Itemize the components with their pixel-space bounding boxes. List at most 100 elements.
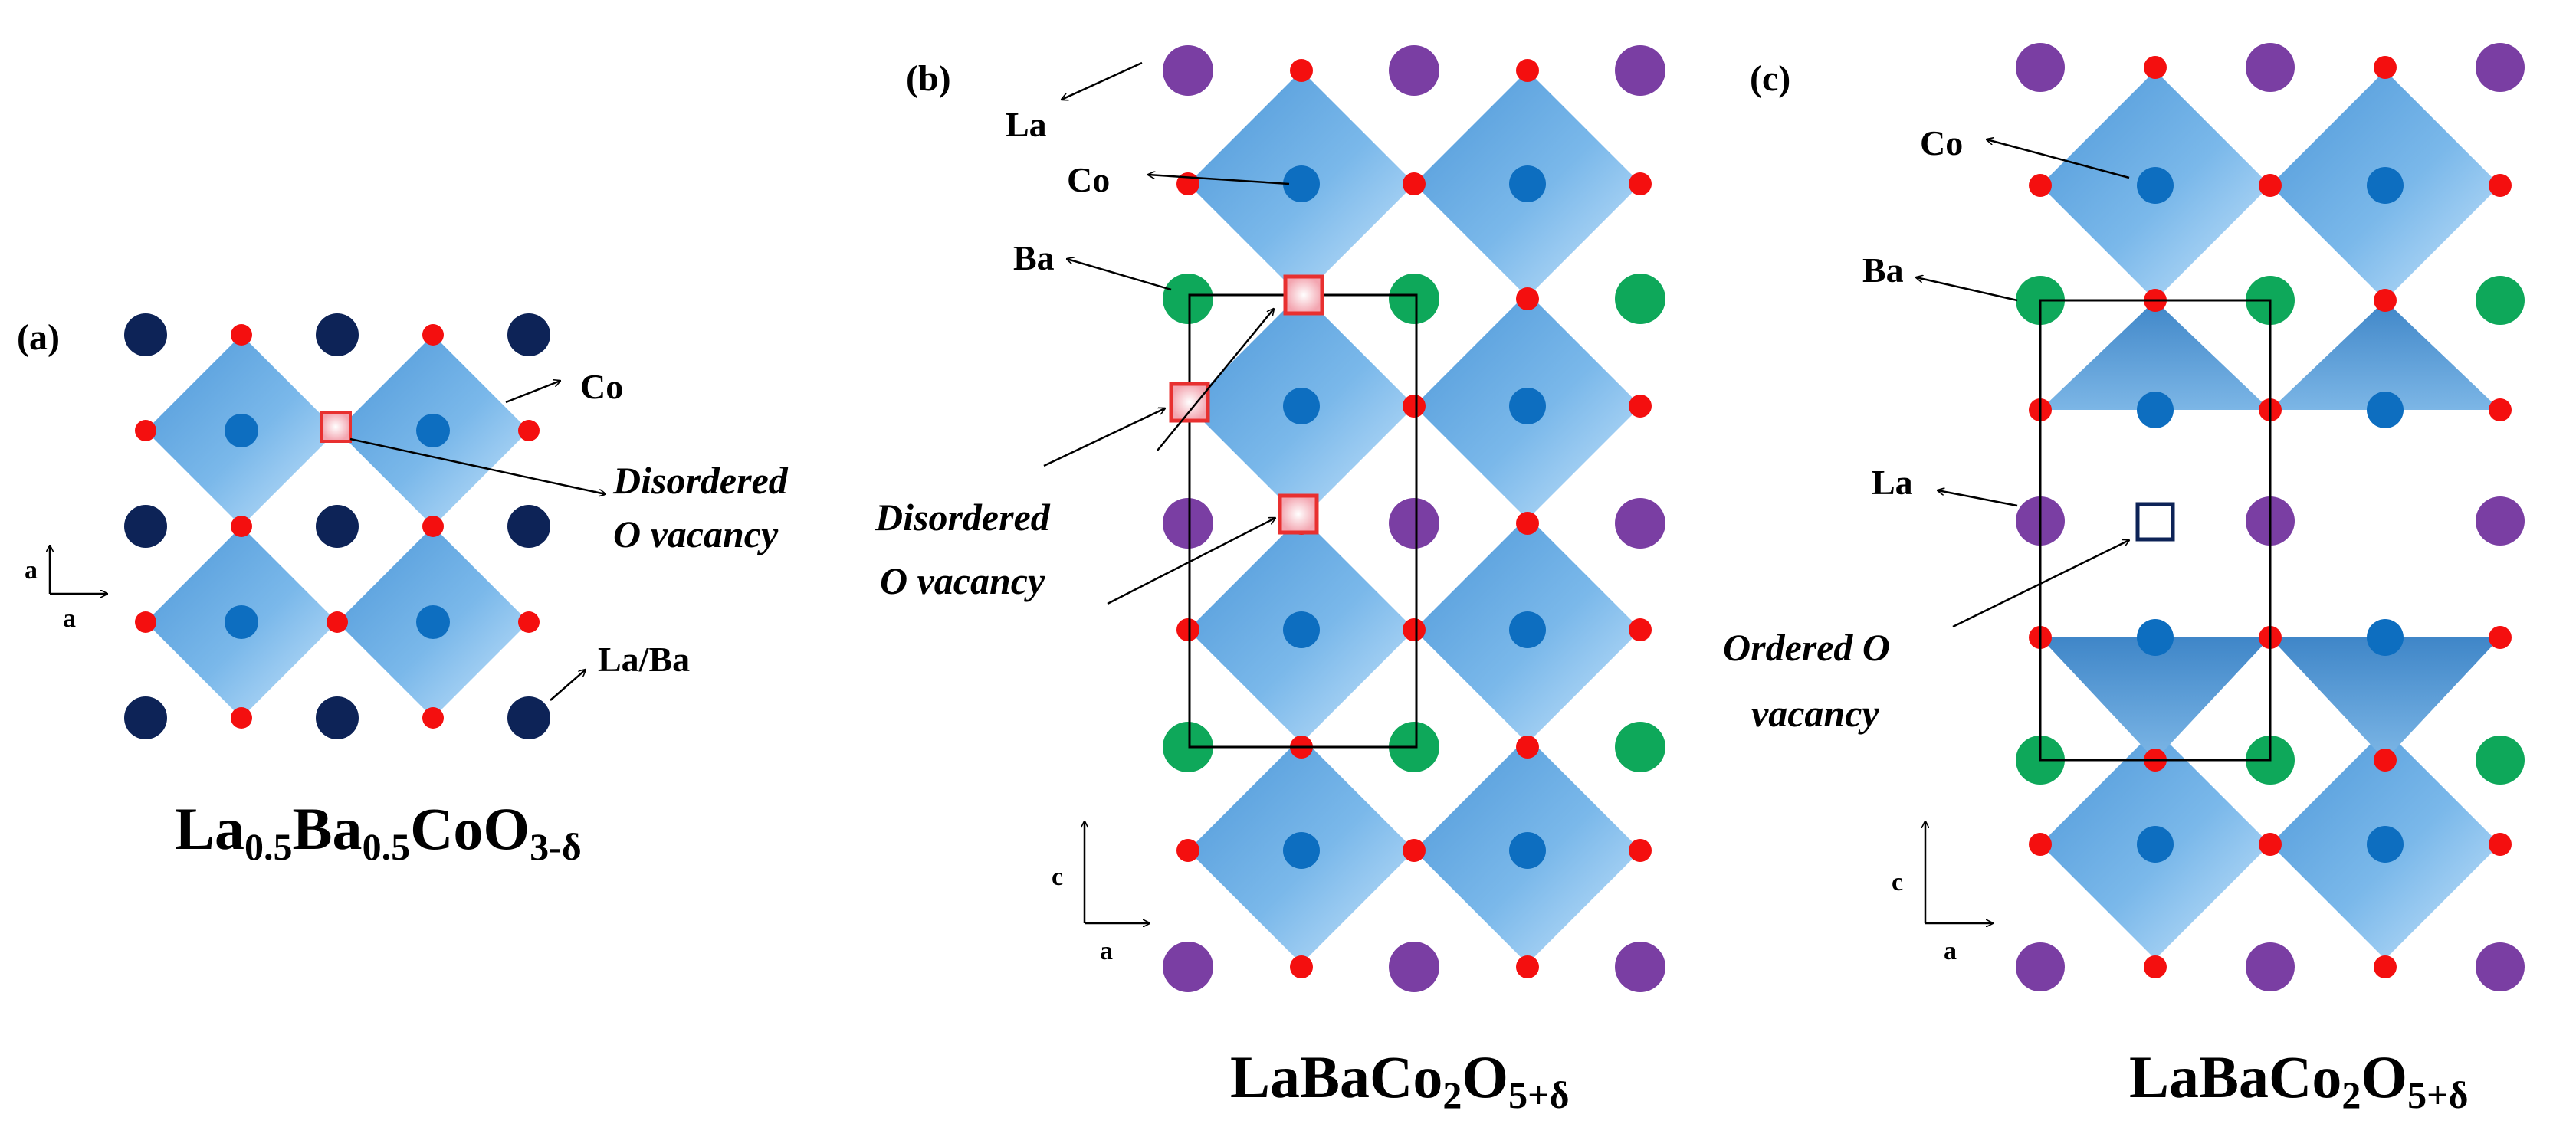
- panel-c-vacancy-arrow: [1952, 540, 2129, 628]
- lanthanum-atom: [1163, 45, 1213, 96]
- oxygen-atom: [422, 324, 444, 346]
- la-ba-atom: [507, 313, 550, 356]
- lanthanum-atom: [2476, 942, 2525, 991]
- oxygen-atom: [1629, 172, 1652, 195]
- panel-c-axis-vertical: c: [1892, 868, 1903, 896]
- oxygen-atom: [135, 420, 156, 441]
- lanthanum-atom: [1389, 498, 1439, 549]
- oxygen-atom: [2374, 955, 2397, 978]
- oxygen-atom: [2489, 833, 2512, 856]
- lanthanum-atom: [1615, 45, 1665, 96]
- la-ba-atom: [316, 696, 359, 739]
- panel-b-co-arrow: [1148, 175, 1290, 185]
- oxygen-atom: [422, 516, 444, 537]
- panel-b-octahedra: [1188, 70, 1641, 964]
- barium-atom: [1163, 274, 1213, 324]
- oxygen-atom: [518, 420, 540, 441]
- panel-a-formula: La0.5Ba0.5CoO3-δ: [175, 795, 582, 868]
- barium-atom: [1615, 274, 1665, 324]
- lanthanum-atom: [1163, 498, 1213, 549]
- oxygen-atom: [1290, 955, 1313, 978]
- panel-c-ba-arrow: [1916, 277, 2018, 302]
- oxygen-atom: [2029, 174, 2052, 197]
- oxygen-atom: [135, 611, 156, 633]
- panel-a-atoms: [124, 313, 550, 739]
- panel-a-label: (a): [17, 317, 60, 358]
- oxygen-atom: [231, 707, 252, 729]
- panel-a-vacancy-arrow: [349, 437, 605, 494]
- cobalt-atom: [2137, 619, 2174, 656]
- panel-c-unit-cell: [2039, 299, 2272, 762]
- cobalt-atom: [2137, 167, 2174, 204]
- panel-a-laba-label: La/Ba: [598, 640, 690, 679]
- la-ba-atom: [124, 696, 167, 739]
- oxygen-atom: [2144, 56, 2167, 79]
- oxygen-atom: [2489, 626, 2512, 649]
- panel-a-laba-arrow: [550, 670, 586, 701]
- oxygen-atom: [1403, 172, 1426, 195]
- lanthanum-atom: [2016, 43, 2065, 92]
- cobalt-atom: [225, 414, 258, 447]
- panel-c-axes: c a: [1892, 821, 1993, 965]
- lanthanum-atom: [1615, 942, 1665, 992]
- panel-b-formula: LaBaCo2O5+δ: [1230, 1044, 1570, 1116]
- panel-c-co-label: Co: [1920, 123, 1963, 162]
- panel-b: (b) La Co Ba Disordered O vacancy c a La…: [875, 45, 1665, 1116]
- panel-a-vacancy-label-2: O vacancy: [613, 513, 779, 555]
- barium-atom: [1615, 722, 1665, 772]
- oxygen-atom: [1629, 395, 1652, 418]
- cobalt-atom: [1283, 611, 1320, 648]
- lanthanum-atom: [1615, 498, 1665, 549]
- cobalt-atom: [1509, 611, 1546, 648]
- oxygen-atom: [1403, 618, 1426, 641]
- lanthanum-atom: [2246, 942, 2295, 991]
- panel-c: (c) Co Ba La Ordered O vacancy c a LaBaC…: [1723, 43, 2525, 1116]
- panel-b-ba-arrow: [1067, 259, 1172, 291]
- co-o-pyramid: [2270, 300, 2500, 410]
- cobalt-atom: [1283, 388, 1320, 424]
- lanthanum-atom: [2476, 496, 2525, 546]
- barium-atom: [1163, 722, 1213, 772]
- panel-a-co-label: Co: [580, 367, 623, 406]
- panel-b-la-label: La: [1006, 105, 1047, 144]
- panel-b-vacancy-marker-2: [1169, 382, 1210, 423]
- cobalt-atom: [2367, 167, 2404, 204]
- lanthanum-atom: [1389, 45, 1439, 96]
- oxygen-atom: [2144, 955, 2167, 978]
- lanthanum-atom: [1163, 942, 1213, 992]
- panel-b-vacancy-arrow-1: [1157, 309, 1274, 451]
- panel-b-la-arrow: [1062, 61, 1143, 100]
- oxygen-atom: [1629, 618, 1652, 641]
- co-o-pyramid: [2040, 300, 2270, 410]
- panel-c-axis-horizontal: a: [1944, 937, 1957, 965]
- panel-a-vacancy-label-1: Disordered: [612, 459, 789, 502]
- co-o-pyramid: [2040, 637, 2270, 760]
- panel-b-axis-horizontal: a: [1100, 937, 1113, 965]
- cobalt-atom: [225, 605, 258, 639]
- la-ba-atom: [507, 696, 550, 739]
- la-ba-atom: [507, 505, 550, 548]
- cobalt-atom: [1283, 832, 1320, 869]
- co-o-pyramid: [2270, 637, 2500, 760]
- cobalt-atom: [2137, 392, 2174, 428]
- cobalt-atom: [1509, 165, 1546, 202]
- oxygen-atom: [422, 707, 444, 729]
- lanthanum-atom: [2246, 43, 2295, 92]
- panel-b-label: (b): [906, 58, 951, 99]
- la-ba-atom: [316, 505, 359, 548]
- panel-b-vacancy-label-1: Disordered: [875, 496, 1051, 539]
- panel-c-ordered-vacancy-marker: [2135, 502, 2175, 542]
- panel-a: (a) Co Disordered O vacancy La/Ba a a La…: [17, 313, 789, 868]
- oxygen-atom: [2259, 833, 2282, 856]
- panel-b-vacancy-arrow-2: [1043, 408, 1165, 467]
- panel-c-ba-label: Ba: [1862, 251, 1904, 290]
- panel-a-axes: a a: [25, 546, 107, 633]
- cobalt-atom: [2367, 619, 2404, 656]
- panel-c-vacancy-label-1: Ordered O: [1723, 626, 1890, 669]
- lanthanum-atom: [2016, 942, 2065, 991]
- cobalt-atom: [2137, 826, 2174, 863]
- panel-b-vacancy-marker-1: [1283, 274, 1324, 316]
- oxygen-atom: [1290, 59, 1313, 82]
- oxygen-atom: [1176, 839, 1199, 862]
- cobalt-atom: [1283, 165, 1320, 202]
